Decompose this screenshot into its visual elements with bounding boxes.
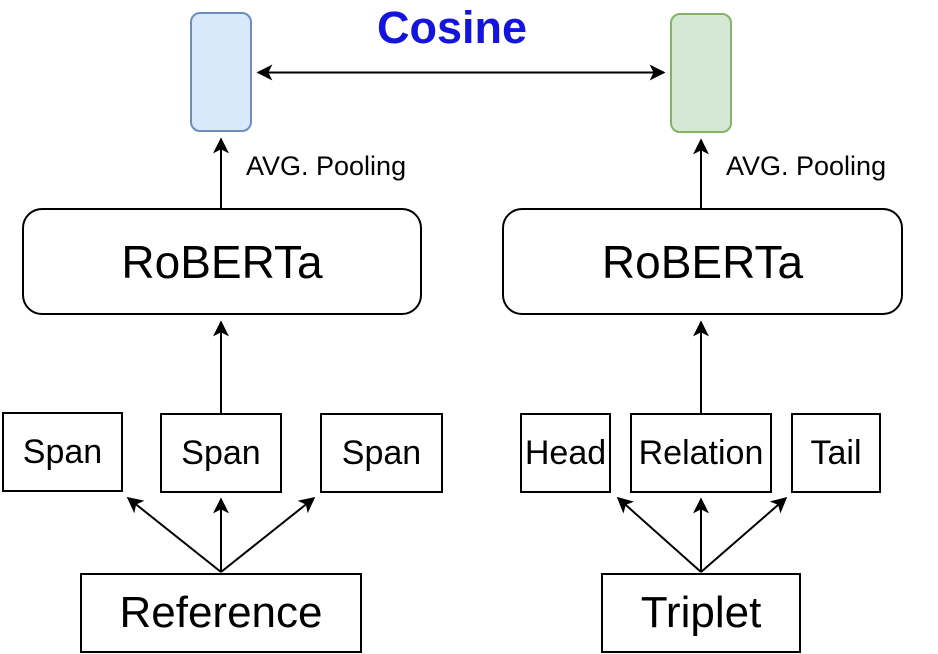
span-box-3: Span — [320, 413, 443, 493]
arrow-triplet-to-tail — [700, 496, 788, 573]
arrow-reference-to-span-1 — [126, 497, 222, 573]
reference-box: Reference — [80, 573, 362, 653]
roberta-label-left: RoBERTa — [121, 235, 323, 288]
triplet-label: Triplet — [640, 588, 762, 637]
relation-box: Relation — [630, 413, 772, 493]
avg-pooling-label-right: AVG. Pooling — [726, 151, 887, 181]
span-label-3: Span — [341, 433, 422, 472]
span-label-2: Span — [181, 433, 261, 472]
head-box: Head — [520, 413, 611, 493]
tail-label: Tail — [810, 433, 862, 472]
span-box-1: Span — [2, 412, 123, 492]
relation-label: Relation — [638, 433, 764, 472]
roberta-label-right: RoBERTa — [601, 235, 804, 288]
span-box-2: Span — [160, 413, 282, 493]
roberta-box-left: RoBERTa — [22, 208, 422, 315]
head-label: Head — [524, 433, 607, 472]
right-embedding-vector — [670, 13, 732, 133]
span-label-1: Span — [22, 432, 103, 471]
tail-box: Tail — [791, 413, 881, 493]
cosine-label: Cosine — [376, 2, 528, 53]
avg-pooling-label-left: AVG. Pooling — [246, 151, 407, 181]
arrow-triplet-to-head — [616, 496, 702, 573]
arrow-reference-to-span-3 — [220, 497, 316, 573]
reference-label: Reference — [119, 588, 323, 637]
left-embedding-vector — [190, 12, 252, 132]
triplet-box: Triplet — [601, 573, 801, 653]
roberta-box-right: RoBERTa — [502, 208, 903, 315]
